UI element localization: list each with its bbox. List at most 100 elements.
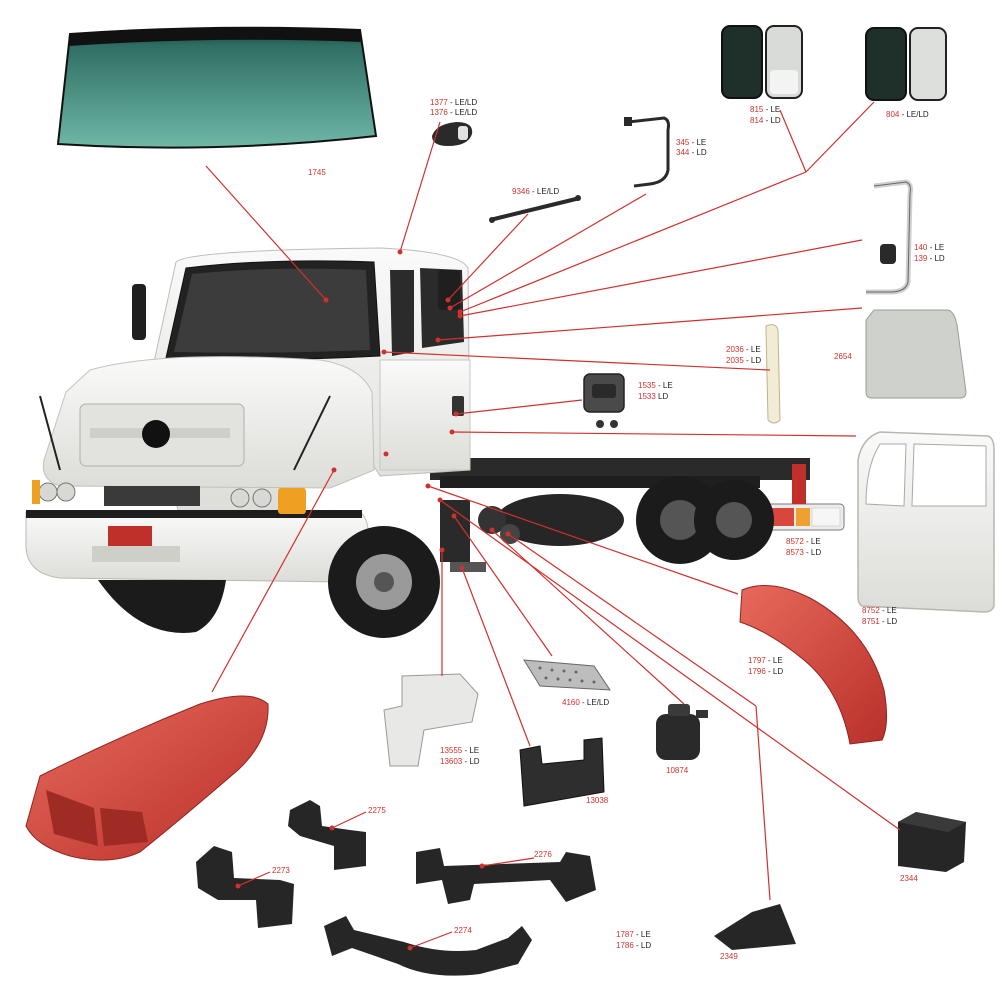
part-label-804: 804 - LE/LD [886, 110, 929, 120]
part-label-8752: 8752 - LE [862, 606, 897, 616]
part-label-13038: 13038 [586, 796, 608, 806]
side-suffix: - LE [763, 105, 781, 114]
part-label-1787: 1787 - LE [616, 930, 651, 940]
part-label-344: 344 - LD [676, 148, 707, 158]
part-code: 1787 [616, 930, 634, 939]
step-plate-part[interactable] [523, 659, 611, 691]
pillar-trim-part[interactable] [765, 324, 781, 424]
part-label-2035: 2035 - LD [726, 356, 761, 366]
side-suffix: - LD [803, 548, 822, 557]
part-label-8573: 8573 - LD [786, 548, 821, 558]
part-label-345: 345 - LE [676, 138, 706, 148]
part-code: 8572 [786, 537, 804, 546]
leader-dots [235, 249, 511, 951]
side-suffix: - LE [633, 930, 651, 939]
part-code: 4160 [562, 698, 580, 707]
bracket-2273-part[interactable] [196, 846, 294, 928]
side-suffix: - LE/LD [529, 187, 560, 196]
part-label-2273: 2273 [272, 866, 290, 876]
part-code: 1377 [430, 98, 448, 107]
part-label-8572: 8572 - LE [786, 537, 821, 547]
part-code: 2273 [272, 866, 290, 875]
part-code: 8573 [786, 548, 804, 557]
part-label-814: 814 - LD [750, 116, 781, 126]
part-label-9346: 9346 - LE/LD [512, 187, 559, 197]
part-label-2349: 2349 [720, 952, 738, 962]
part-label-1533: 1533 LD [638, 392, 668, 402]
side-suffix: - LE [743, 345, 761, 354]
side-suffix: - LE/LD [447, 98, 478, 107]
side-suffix: - LE/LD [447, 108, 478, 117]
side-suffix: - LE [803, 537, 821, 546]
front-hood-part[interactable] [25, 695, 269, 861]
side-suffix: - LD [689, 148, 707, 157]
side-suffix: - LD [633, 941, 652, 950]
part-label-2344: 2344 [900, 874, 918, 884]
part-label-1796: 1796 - LD [748, 667, 783, 677]
part-code: 1797 [748, 656, 766, 665]
door-handle-part[interactable] [583, 373, 625, 428]
wiper-arm-part[interactable] [489, 195, 581, 223]
part-label-1377: 1377 - LE/LD [430, 98, 477, 108]
step-bracket-part[interactable] [383, 673, 479, 767]
window-panel-part[interactable] [865, 309, 967, 399]
windshield-part[interactable] [56, 26, 378, 149]
part-code: 140 [914, 243, 928, 252]
part-code: 2349 [720, 952, 738, 961]
part-label-4160: 4160 - LE/LD [562, 698, 609, 708]
part-label-1745: 1745 [308, 168, 326, 178]
mirror-pair-815-part[interactable] [721, 25, 803, 99]
part-label-10874: 10874 [666, 766, 688, 776]
part-label-1535: 1535 - LE [638, 381, 673, 391]
wheel-chock-part[interactable] [714, 904, 796, 950]
part-label-2036: 2036 - LE [726, 345, 761, 355]
rear-fender-part[interactable] [739, 585, 888, 745]
part-code: 2036 [726, 345, 744, 354]
part-label-815: 815 - LE [750, 105, 780, 115]
part-code: 1533 [638, 392, 656, 401]
part-label-2274: 2274 [454, 926, 472, 936]
side-suffix: - LD [765, 667, 784, 676]
cab-door-part[interactable] [857, 431, 995, 613]
part-code: 9346 [512, 187, 530, 196]
part-label-13555: 13555 - LE [440, 746, 479, 756]
part-label-8751: 8751 - LD [862, 617, 897, 627]
part-code: 2035 [726, 356, 744, 365]
mirror-bracket-part[interactable] [624, 116, 670, 188]
part-code: 2654 [834, 352, 852, 361]
tail-lamp-part[interactable] [763, 503, 845, 531]
air-filter-part[interactable] [656, 704, 708, 760]
side-suffix: - LD [743, 356, 762, 365]
step-box-part[interactable] [519, 737, 605, 807]
battery-box-part[interactable] [898, 812, 966, 872]
bracket-2276-part[interactable] [416, 848, 596, 904]
mirror-arm-part[interactable] [866, 179, 913, 295]
part-code: 345 [676, 138, 690, 147]
part-label-2275: 2275 [368, 806, 386, 816]
bracket-2275-part[interactable] [288, 800, 366, 870]
part-code: 13603 [440, 757, 463, 766]
part-label-2276: 2276 [534, 850, 552, 860]
part-code: 1745 [308, 168, 326, 177]
side-suffix: - LE [655, 381, 673, 390]
side-suffix: - LD [763, 116, 781, 125]
side-suffix: - LE/LD [579, 698, 610, 707]
side-suffix: LD [655, 392, 669, 401]
truck-chassis [430, 458, 810, 564]
part-code: 1535 [638, 381, 656, 390]
part-code: 10874 [666, 766, 689, 775]
part-code: 1376 [430, 108, 448, 117]
side-suffix: - LE [689, 138, 707, 147]
part-code: 814 [750, 116, 764, 125]
part-code: 2274 [454, 926, 472, 935]
part-label-1786: 1786 - LD [616, 941, 651, 951]
side-suffix: - LE [462, 746, 480, 755]
mirror-pair-804-part[interactable] [865, 27, 947, 101]
part-label-1376: 1376 - LE/LD [430, 108, 477, 118]
clearance-lamp-part[interactable] [432, 122, 473, 146]
part-code: 1786 [616, 941, 634, 950]
bracket-2274-part[interactable] [324, 916, 532, 976]
part-code: 2276 [534, 850, 552, 859]
